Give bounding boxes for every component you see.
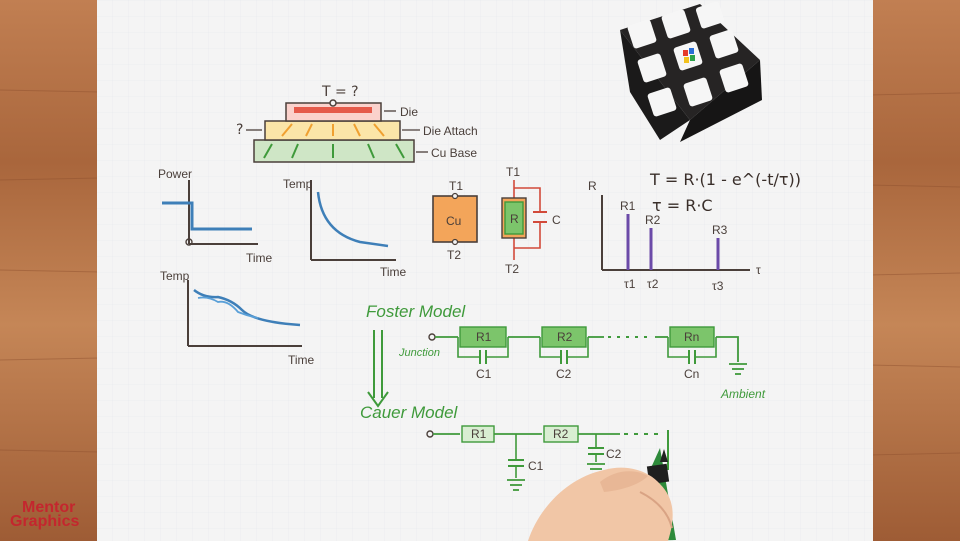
tau-spectrum-graph: R τ R1 R2 R3 τ1 τ2 τ3 — [588, 179, 761, 293]
foster-resistor-1 — [459, 326, 507, 348]
equation-line2: τ = R·C — [652, 196, 713, 215]
cauer-ground2-icon — [587, 463, 605, 470]
cauer-title: Cauer Model — [360, 403, 459, 422]
foster-junction-node — [428, 333, 436, 341]
cauer-input-node — [426, 430, 434, 438]
foster-capn-right — [695, 337, 717, 358]
temp-steps-ylabel: Temp — [160, 269, 190, 283]
cu-block — [432, 195, 478, 243]
foster-r2-label: R2 — [557, 330, 573, 344]
foster-ground-icon — [729, 363, 747, 375]
foster-ambient-label: Ambient — [720, 387, 766, 401]
temp-steps-curve — [193, 289, 301, 327]
foster-model: Foster Model Junction Ambient R1 C1 R2 C… — [366, 302, 766, 401]
foster-cap2-left — [539, 337, 561, 358]
foster-cn-label: Cn — [684, 367, 699, 381]
foster-capn-left — [667, 337, 689, 358]
cu-block-diagram: Cu T1 T2 — [432, 179, 478, 262]
mentor-graphics-logo: Mentor Graphics — [10, 499, 79, 530]
power-step-graph: Power Time — [158, 167, 273, 265]
foster-junction-label: Junction — [398, 347, 440, 359]
rc-c-label: C — [552, 213, 561, 227]
cauer-c2-label: C2 — [606, 447, 622, 461]
foster-cap2-right — [567, 337, 589, 358]
junction-point — [329, 99, 337, 107]
temp-steps-wave — [197, 296, 259, 319]
heat-flow-arrows-upper — [281, 123, 385, 137]
power-xlabel: Time — [246, 251, 273, 265]
cauer-r1-label: R1 — [471, 427, 487, 441]
rc-r-label: R — [510, 212, 519, 226]
foster-c2-label: C2 — [556, 367, 572, 381]
hand-finger-crease — [639, 491, 673, 529]
equation-line1: T = R·(1 - e^(-t/τ)) — [649, 170, 801, 189]
rc-bottom-label: T2 — [505, 262, 519, 276]
cu-top-node — [451, 192, 459, 200]
die-label: Die — [400, 105, 418, 119]
cu-base-label: Cu Base — [431, 146, 477, 160]
equations: T = R·(1 - e^(-t/τ)) τ = R·C — [649, 170, 801, 215]
spectrum-peak-label-3: R3 — [712, 223, 728, 237]
temp-decay-ylabel: Temp — [283, 177, 313, 191]
foster-cap1-right — [486, 337, 509, 358]
marker-tip — [660, 449, 668, 462]
cauer-ground1-icon — [507, 479, 525, 491]
thermal-stack-diagram: T = ? ? Die Die Attach Cu Base — [236, 84, 478, 163]
power-step-curve — [162, 201, 252, 231]
foster-ambient-wire — [716, 336, 739, 362]
temp-decay-graph: Temp Time — [283, 177, 407, 279]
power-origin-marker — [185, 238, 193, 246]
cauer-model: Cauer Model R1 R2 C1 C2 — [360, 403, 669, 491]
rc-resistor — [504, 201, 524, 235]
wood-grain — [0, 89, 960, 456]
foster-resistor-n — [669, 326, 715, 348]
die-attach-label: Die Attach — [423, 124, 478, 138]
rc-top-label: T1 — [506, 165, 520, 179]
temp-decay-curve — [316, 191, 389, 248]
cu-bottom-label: T2 — [447, 248, 461, 262]
stack-temp-query: T = ? — [321, 84, 359, 100]
foster-r1-label: R1 — [476, 330, 492, 344]
foster-resistor-2 — [541, 326, 587, 348]
temp-decay-xlabel: Time — [380, 265, 407, 279]
cauer-r2-label: R2 — [553, 427, 569, 441]
spectrum-peak-label-2: R2 — [645, 213, 661, 227]
cu-bottom-node — [451, 238, 459, 246]
cube-logo-center — [683, 48, 695, 63]
power-ylabel: Power — [158, 167, 192, 181]
hand-thumb — [600, 471, 648, 492]
foster-title: Foster Model — [366, 302, 466, 321]
spectrum-peak-label-1: R1 — [620, 199, 636, 213]
cu-block-label: Cu — [446, 214, 461, 228]
foster-c1-label: C1 — [476, 367, 492, 381]
logo-line1: Mentor — [22, 499, 75, 516]
die-heat-zone — [294, 107, 372, 113]
rubiks-cube-photo — [620, 1, 762, 142]
logo-line2: Graphics — [10, 513, 79, 530]
spectrum-tau-2: τ2 — [647, 277, 659, 291]
rc-block-diagram: R C T1 T2 — [501, 165, 561, 276]
rc-cap-wire-bottom — [514, 222, 541, 249]
heat-flow-arrows-lower — [263, 143, 405, 159]
cube-left-face — [620, 30, 690, 140]
temp-steps-xlabel: Time — [288, 353, 315, 367]
spectrum-ylabel: R — [588, 179, 597, 193]
stack-left-query: ? — [236, 122, 243, 138]
temp-steps-graph: Temp Time — [160, 269, 315, 367]
spectrum-tau-3: τ3 — [712, 279, 724, 293]
rc-cap-wire-top — [514, 187, 541, 212]
spectrum-xlabel: τ — [756, 263, 761, 277]
hand-holding-marker-photo — [528, 448, 676, 541]
foster-cap1-left — [457, 337, 480, 358]
spectrum-tau-1: τ1 — [624, 277, 636, 291]
foster-rn-label: Rn — [684, 330, 699, 344]
cu-top-label: T1 — [449, 179, 463, 193]
cauer-c1-label: C1 — [528, 459, 544, 473]
foster-to-cauer-arrow — [367, 330, 389, 408]
hand — [528, 467, 673, 541]
